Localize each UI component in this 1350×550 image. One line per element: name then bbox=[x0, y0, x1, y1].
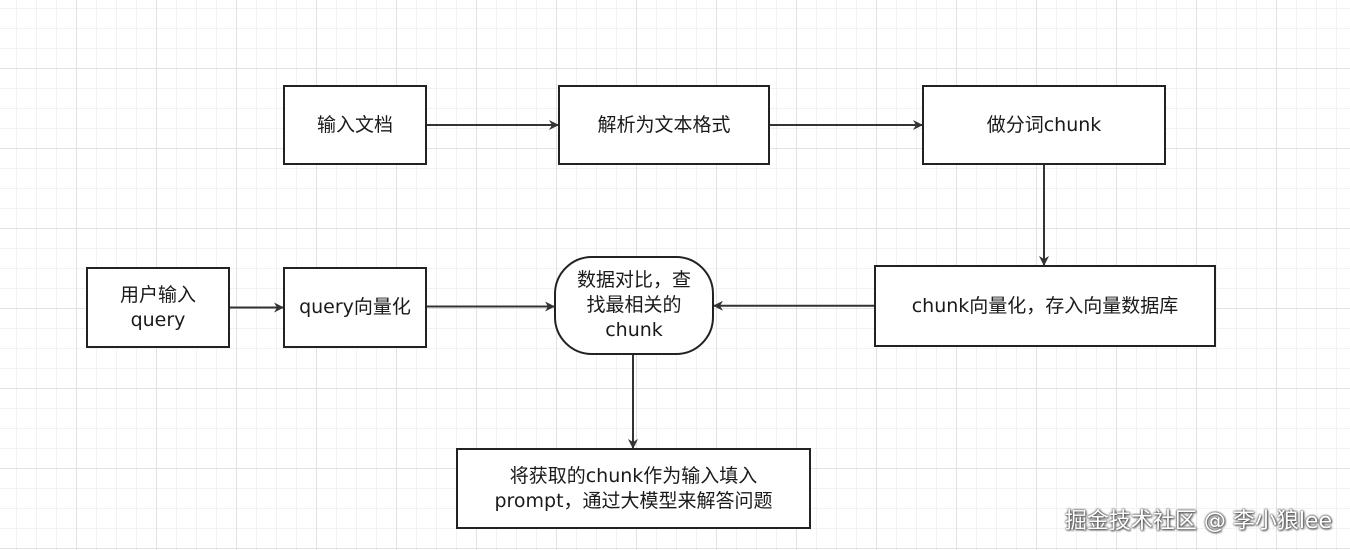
node-tokenize-chunk: 做分词chunk bbox=[922, 85, 1166, 165]
node-query-vector: query向量化 bbox=[283, 267, 427, 348]
node-parse-text: 解析为文本格式 bbox=[558, 85, 770, 165]
node-answer: 将获取的chunk作为输入填入 prompt，通过大模型来解答问题 bbox=[456, 448, 811, 529]
node-vectorize-store: chunk向量化，存入向量数据库 bbox=[874, 265, 1216, 347]
watermark-text: 掘金技术社区 @ 李小狼lee bbox=[1064, 509, 1332, 534]
node-user-input: 用户输入 query bbox=[86, 267, 230, 348]
node-compare: 数据对比，查 找最相关的 chunk bbox=[554, 256, 714, 355]
node-input-doc: 输入文档 bbox=[283, 85, 427, 165]
